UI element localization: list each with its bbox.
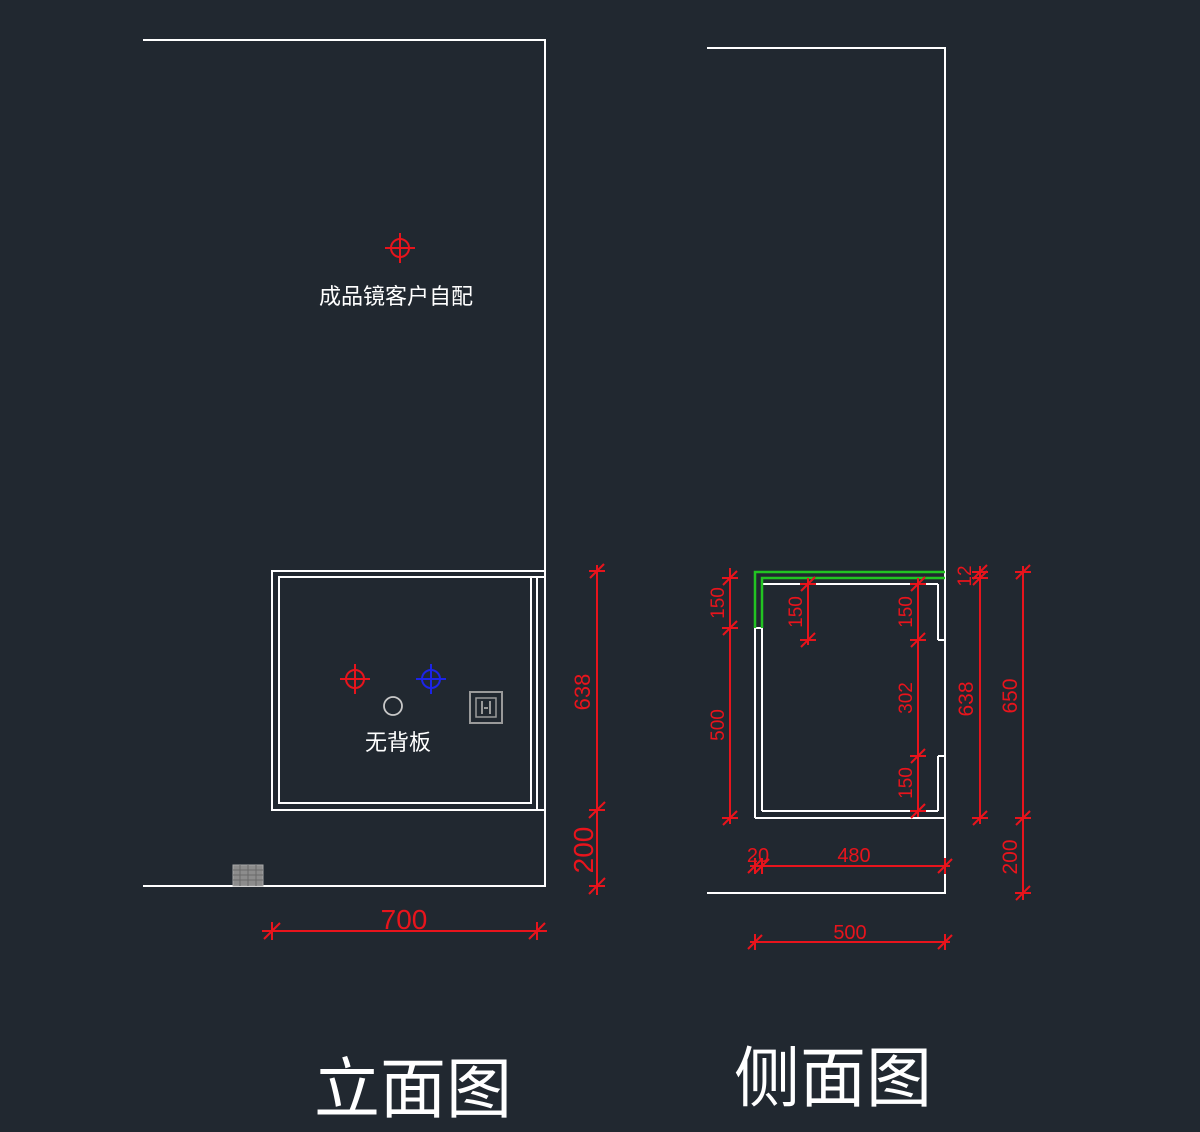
mirror-note-label: 成品镜客户自配 (319, 285, 473, 310)
floor-drain-icon (232, 864, 264, 887)
elevation-wall-outline (143, 39, 546, 887)
side-overall-height-label: 650 (999, 678, 1022, 713)
elevation-width-label: 700 (381, 904, 428, 935)
elevation-cabinet (271, 570, 546, 811)
elevation-cabinet-height-label: 638 (570, 674, 595, 711)
side-top-edge-band (753, 570, 945, 628)
cold-water-marker-icon (339, 663, 371, 695)
cabinet-note-label: 无背板 (365, 731, 431, 756)
side-top-panel-label: 12 (955, 565, 976, 586)
elevation-leg-height-label: 200 (568, 827, 599, 874)
side-upper-left-label: 150 (708, 587, 729, 619)
side-inner-right-mid-label: 302 (896, 682, 917, 714)
side-inner-depth-label: 480 (837, 845, 870, 867)
power-socket-icon (469, 691, 503, 724)
side-lower-left-label: 500 (708, 709, 729, 741)
side-view: 12 150 500 150 150 302 150 638 650 200 2… (707, 47, 1031, 1117)
side-inner-right-bottom-label: 150 (896, 767, 917, 799)
elevation-dimensions (262, 563, 606, 940)
side-total-depth-label: 500 (833, 922, 866, 944)
side-panel-depth-label: 20 (747, 845, 769, 867)
side-cabinet-height-label: 638 (955, 681, 978, 716)
side-wall-outline (707, 47, 946, 894)
side-inner-right-top-label: 150 (896, 596, 917, 628)
side-inner-left-label: 150 (786, 596, 807, 628)
elevation-title: 立面图 (314, 1051, 512, 1128)
side-dimensions (722, 564, 1031, 950)
hot-water-marker-icon (415, 663, 447, 695)
mirror-marker-icon (384, 232, 416, 264)
drain-circle-icon (383, 696, 403, 716)
elevation-view: 成品镜客户自配 无背板 (143, 39, 606, 1128)
side-title: 侧面图 (734, 1040, 932, 1117)
side-leg-height-label: 200 (999, 839, 1022, 874)
